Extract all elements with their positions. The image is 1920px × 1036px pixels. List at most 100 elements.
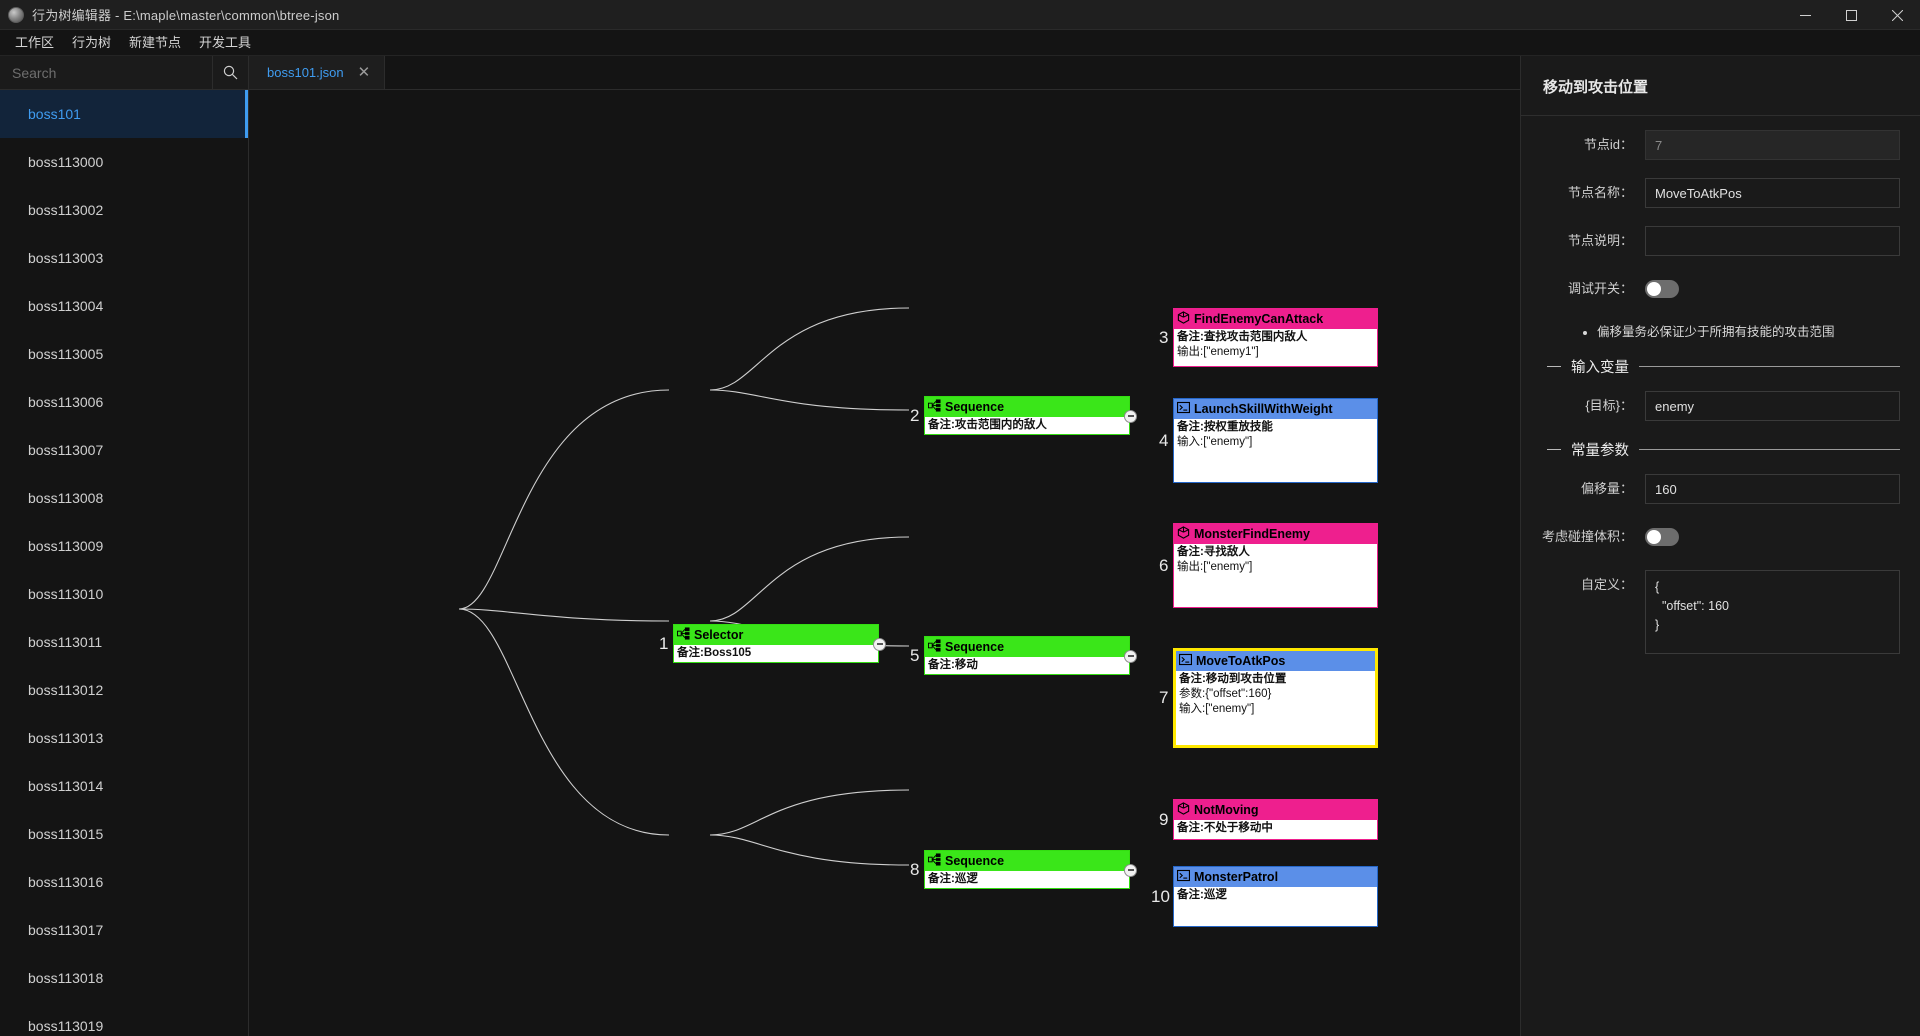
sidebar-item-boss113002[interactable]: boss113002 (0, 186, 248, 234)
node-line: 备注:移动到攻击位置 (1179, 673, 1287, 685)
node-title: MonsterPatrol (1194, 870, 1279, 884)
sidebar-item-boss113011[interactable]: boss113011 (0, 618, 248, 666)
node-name-label: 节点名称： (1567, 185, 1633, 200)
section-dash-icon (1547, 366, 1561, 367)
node-line: 备注:巡逻 (928, 873, 978, 885)
sidebar-item-boss113012[interactable]: boss113012 (0, 666, 248, 714)
node-body: 备注:按权重放技能输入:["enemy"] (1174, 419, 1377, 452)
node-header: MoveToAtkPos (1176, 651, 1375, 671)
node-body: 备注:寻找敌人输出:["enemy"] (1174, 544, 1377, 577)
sidebar-item-boss113005[interactable]: boss113005 (0, 330, 248, 378)
node-header: FindEnemyCanAttack (1174, 309, 1377, 329)
sidebar-item-boss101[interactable]: boss101 (0, 90, 248, 138)
search-row (0, 56, 248, 90)
search-icon[interactable] (212, 56, 248, 89)
node-body: 备注:查找攻击范围内敌人输出:["enemy1"] (1174, 329, 1377, 362)
offset-input[interactable] (1645, 474, 1900, 504)
sidebar-item-label: boss113015 (28, 826, 104, 842)
node-title: Selector (694, 628, 744, 642)
node-body: 备注:不处于移动中 (1174, 820, 1377, 838)
sidebar-item-boss113016[interactable]: boss113016 (0, 858, 248, 906)
sidebar-item-boss113004[interactable]: boss113004 (0, 282, 248, 330)
offset-label: 偏移量： (1580, 481, 1633, 496)
menu-item-dev-tools[interactable]: 开发工具 (199, 34, 252, 50)
sidebar-item-label: boss113019 (28, 1018, 104, 1034)
node-line: 输入:["enemy"] (1179, 703, 1255, 715)
search-input[interactable] (0, 56, 212, 89)
menu-item-behaviortree[interactable]: 行为树 (72, 34, 112, 50)
tab-boss101-json[interactable]: boss101.json ✕ (249, 56, 386, 89)
node-line: 备注:移动 (928, 659, 978, 671)
composite-icon (928, 399, 941, 415)
sidebar-item-boss113018[interactable]: boss113018 (0, 954, 248, 1002)
node-body: 备注:Boss105 (674, 645, 878, 663)
title-bar: 行为树编辑器 - E:\maple\master\common\btree-js… (0, 0, 1920, 30)
window-controls (1782, 0, 1920, 30)
sidebar-item-boss113010[interactable]: boss113010 (0, 570, 248, 618)
maximize-icon[interactable] (1828, 0, 1874, 30)
sidebar-item-boss113000[interactable]: boss113000 (0, 138, 248, 186)
debug-switch-toggle[interactable] (1645, 280, 1679, 298)
node-header: Sequence (925, 397, 1129, 417)
close-icon[interactable] (1874, 0, 1920, 30)
tree-node-MonsterPatrol[interactable]: MonsterPatrol 备注:巡逻 (1173, 866, 1378, 927)
minimize-icon[interactable] (1782, 0, 1828, 30)
node-title: Sequence (945, 400, 1005, 414)
sidebar-item-boss113015[interactable]: boss113015 (0, 810, 248, 858)
node-collapse-port[interactable] (873, 637, 886, 651)
node-body: 备注:巡逻 (925, 871, 1129, 889)
node-line: 备注:查找攻击范围内敌人 (1177, 331, 1308, 343)
tab-bar: boss101.json ✕ (249, 56, 1520, 90)
sidebar-item-boss113013[interactable]: boss113013 (0, 714, 248, 762)
sidebar-item-boss113003[interactable]: boss113003 (0, 234, 248, 282)
menu-item-workspace[interactable]: 工作区 (15, 34, 55, 50)
sidebar-item-label: boss113002 (28, 202, 104, 218)
node-collapse-port[interactable] (1124, 409, 1137, 423)
condition-icon (1177, 526, 1190, 542)
input-target-input[interactable] (1645, 391, 1900, 421)
action-icon (1177, 869, 1191, 885)
sidebar-item-boss113008[interactable]: boss113008 (0, 474, 248, 522)
tree-node-Selector[interactable]: Selector 备注:Boss105 (673, 624, 879, 663)
custom-json-textarea[interactable]: { "offset": 160 } (1645, 570, 1900, 654)
sidebar-item-boss113009[interactable]: boss113009 (0, 522, 248, 570)
tab-label: boss101.json (267, 65, 344, 80)
node-header: LaunchSkillWithWeight (1174, 399, 1377, 419)
action-icon (1177, 401, 1191, 417)
toggle-knob (1647, 282, 1661, 296)
node-collapse-port[interactable] (1124, 863, 1137, 877)
section-dash-icon (1547, 449, 1561, 450)
tab-close-icon[interactable]: ✕ (357, 64, 371, 81)
node-id-input[interactable] (1645, 130, 1900, 160)
node-header: Sequence (925, 851, 1129, 871)
editor-area: boss101.json ✕ (249, 56, 1520, 1036)
collision-switch-toggle[interactable] (1645, 528, 1679, 546)
node-name-input[interactable] (1645, 178, 1900, 208)
sidebar-item-boss113006[interactable]: boss113006 (0, 378, 248, 426)
sidebar-item-boss113007[interactable]: boss113007 (0, 426, 248, 474)
tree-node-MoveToAtkPos[interactable]: MoveToAtkPos 备注:移动到攻击位置参数:{"offset":160} 输… (1173, 648, 1378, 748)
node-line: 备注:巡逻 (1177, 889, 1227, 901)
sidebar-item-label: boss113007 (28, 442, 104, 458)
sidebar-item-boss113017[interactable]: boss113017 (0, 906, 248, 954)
section-rule (1639, 366, 1900, 367)
tree-node-Sequence[interactable]: Sequence 备注:巡逻 (924, 850, 1130, 889)
menu-item-new-node[interactable]: 新建节点 (129, 34, 182, 50)
sidebar-item-boss113014[interactable]: boss113014 (0, 762, 248, 810)
sidebar-item-label: boss113017 (28, 922, 104, 938)
sidebar-item-label: boss113011 (28, 634, 103, 650)
sidebar-item-boss113019[interactable]: boss113019 (0, 1002, 248, 1036)
node-collapse-port[interactable] (1124, 649, 1137, 663)
node-line: 参数:{"offset":160} (1179, 688, 1272, 700)
node-desc-input[interactable] (1645, 226, 1900, 256)
node-index-label: 9 (1159, 809, 1169, 829)
node-body: 备注:巡逻 (1174, 887, 1377, 905)
